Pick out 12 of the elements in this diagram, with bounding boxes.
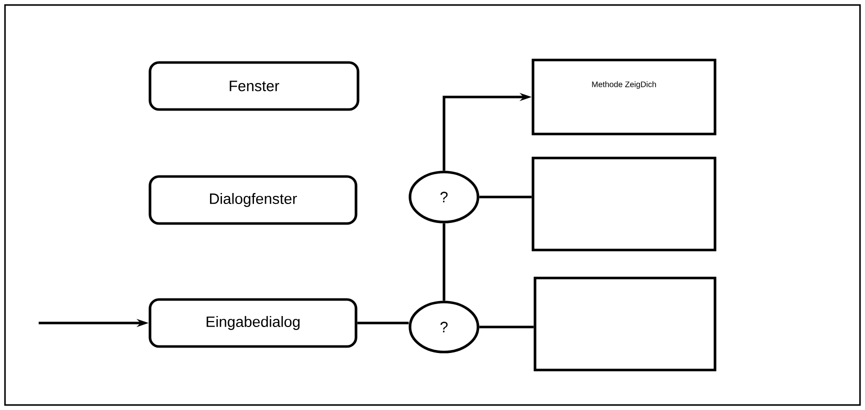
connector-line xyxy=(442,223,446,301)
rounded-box: Eingabedialog xyxy=(148,298,358,348)
decision-oval: ? xyxy=(408,170,480,224)
connector-line xyxy=(479,326,534,328)
empty-box xyxy=(532,156,716,252)
connector-line xyxy=(479,196,532,198)
rounded-box: Fenster xyxy=(148,61,360,111)
decision-oval: ? xyxy=(408,300,480,354)
empty-box xyxy=(534,276,716,372)
connector-line xyxy=(357,322,409,324)
process-box: Methode ZeigDich xyxy=(532,58,716,136)
rounded-box: Dialogfenster xyxy=(148,175,358,225)
